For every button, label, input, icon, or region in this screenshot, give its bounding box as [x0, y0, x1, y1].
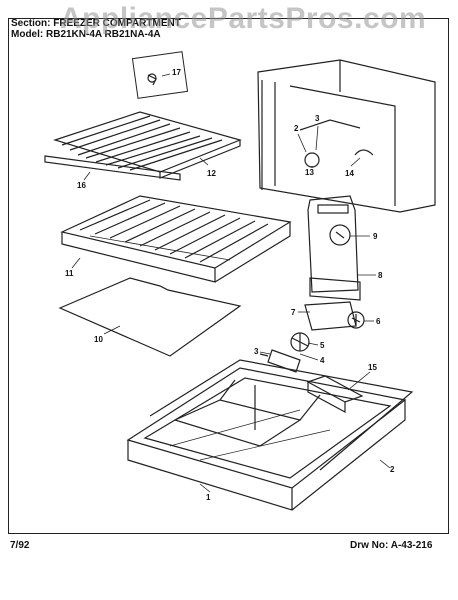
part-16-shelf-trim: [44, 155, 181, 181]
part-12-wire-shelf: [53, 111, 242, 179]
section-title: Section: FREEZER COMPARTMENT: [11, 18, 181, 29]
callout-14: 14: [345, 169, 354, 178]
model-line: Model: RB21KN-4A RB21NA-4A: [11, 29, 161, 40]
freezer-liner: [257, 59, 436, 213]
callout-6: 6: [376, 317, 381, 326]
callout-16: 16: [77, 181, 86, 190]
callout-5: 5: [320, 341, 325, 350]
part-6-fan-bracket: [304, 301, 365, 331]
callout-4: 4: [320, 356, 325, 365]
callout-1: 1: [206, 493, 211, 502]
part-11-slide-shelf: [60, 195, 292, 283]
part-17-clip-box: [131, 51, 189, 99]
drawing-number: Drw No: A-43-216: [350, 540, 433, 551]
watermark-logo: AppliancePartsPros.com: [60, 2, 427, 35]
callout-3-top: 3: [315, 114, 320, 123]
callout-13: 13: [305, 168, 314, 177]
leader-lines: [71, 73, 391, 493]
callout-3: 3: [254, 347, 259, 356]
callout-10: 10: [94, 335, 103, 344]
part-15-divider: [306, 375, 364, 414]
part-10-floor-panel: [58, 277, 242, 357]
revision-date: 7/92: [10, 540, 30, 551]
diagram-frame: [8, 18, 449, 534]
callout-labels: 17 12 16 11 10 2 3 13 14 9 8 7 6 5 4 3 1…: [65, 68, 395, 502]
part-1-crisper-pan: [126, 367, 407, 511]
callout-9: 9: [373, 232, 378, 241]
part-8-air-duct: [307, 195, 361, 301]
callout-12: 12: [207, 169, 216, 178]
diagram-header: Section: FREEZER COMPARTMENT Model: RB21…: [11, 18, 181, 40]
callout-2-top: 2: [294, 124, 299, 133]
callout-2: 2: [390, 465, 395, 474]
callout-17: 17: [172, 68, 181, 77]
part-2-pan-frame: [149, 359, 414, 471]
callout-8: 8: [378, 271, 383, 280]
callout-11: 11: [65, 269, 74, 278]
part-5-fan-motor: [259, 332, 310, 373]
callout-15: 15: [368, 363, 377, 372]
callout-7: 7: [291, 308, 296, 317]
